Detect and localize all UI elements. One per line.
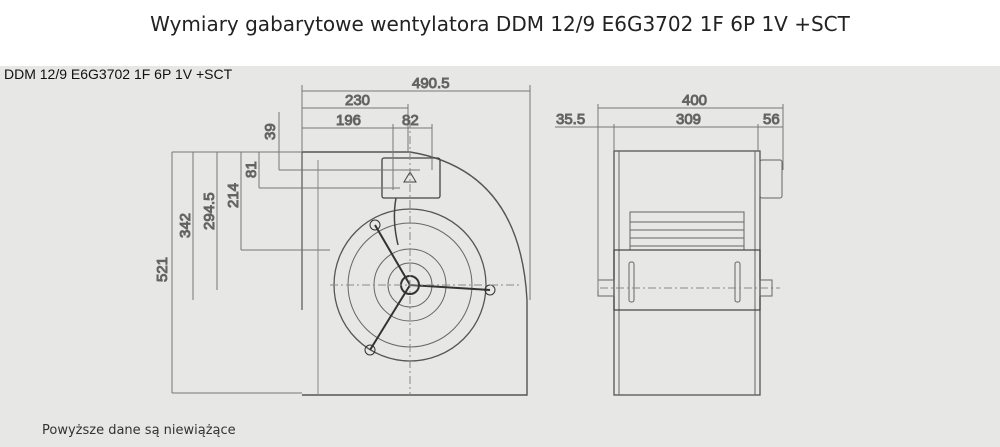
dim-490-5: 490.5 [412, 75, 450, 92]
dim-81: 81 [243, 161, 260, 178]
dim-294-5: 294.5 [201, 192, 218, 230]
side-dimensions [555, 104, 784, 290]
dim-35-5: 35.5 [556, 111, 585, 128]
model-label: DDM 12/9 E6G3702 1F 6P 1V +SCT [4, 66, 233, 82]
dim-196: 196 [336, 112, 361, 129]
side-view [597, 150, 783, 396]
page-title: Wymiary gabarytowe wentylatora DDM 12/9 … [150, 12, 850, 36]
dim-309: 309 [676, 111, 701, 128]
dim-214: 214 [225, 183, 242, 208]
dim-56: 56 [763, 111, 780, 128]
dim-342: 342 [177, 213, 194, 238]
dim-82: 82 [402, 112, 419, 129]
dim-39: 39 [262, 123, 279, 140]
front-dimensions [171, 85, 531, 394]
drawing-panel [0, 66, 1000, 447]
dim-400: 400 [682, 92, 707, 109]
disclaimer-note: Powyższe dane są niewiążące [42, 423, 236, 438]
front-view [301, 120, 528, 396]
dim-521: 521 [154, 257, 171, 282]
dim-230: 230 [345, 92, 370, 109]
